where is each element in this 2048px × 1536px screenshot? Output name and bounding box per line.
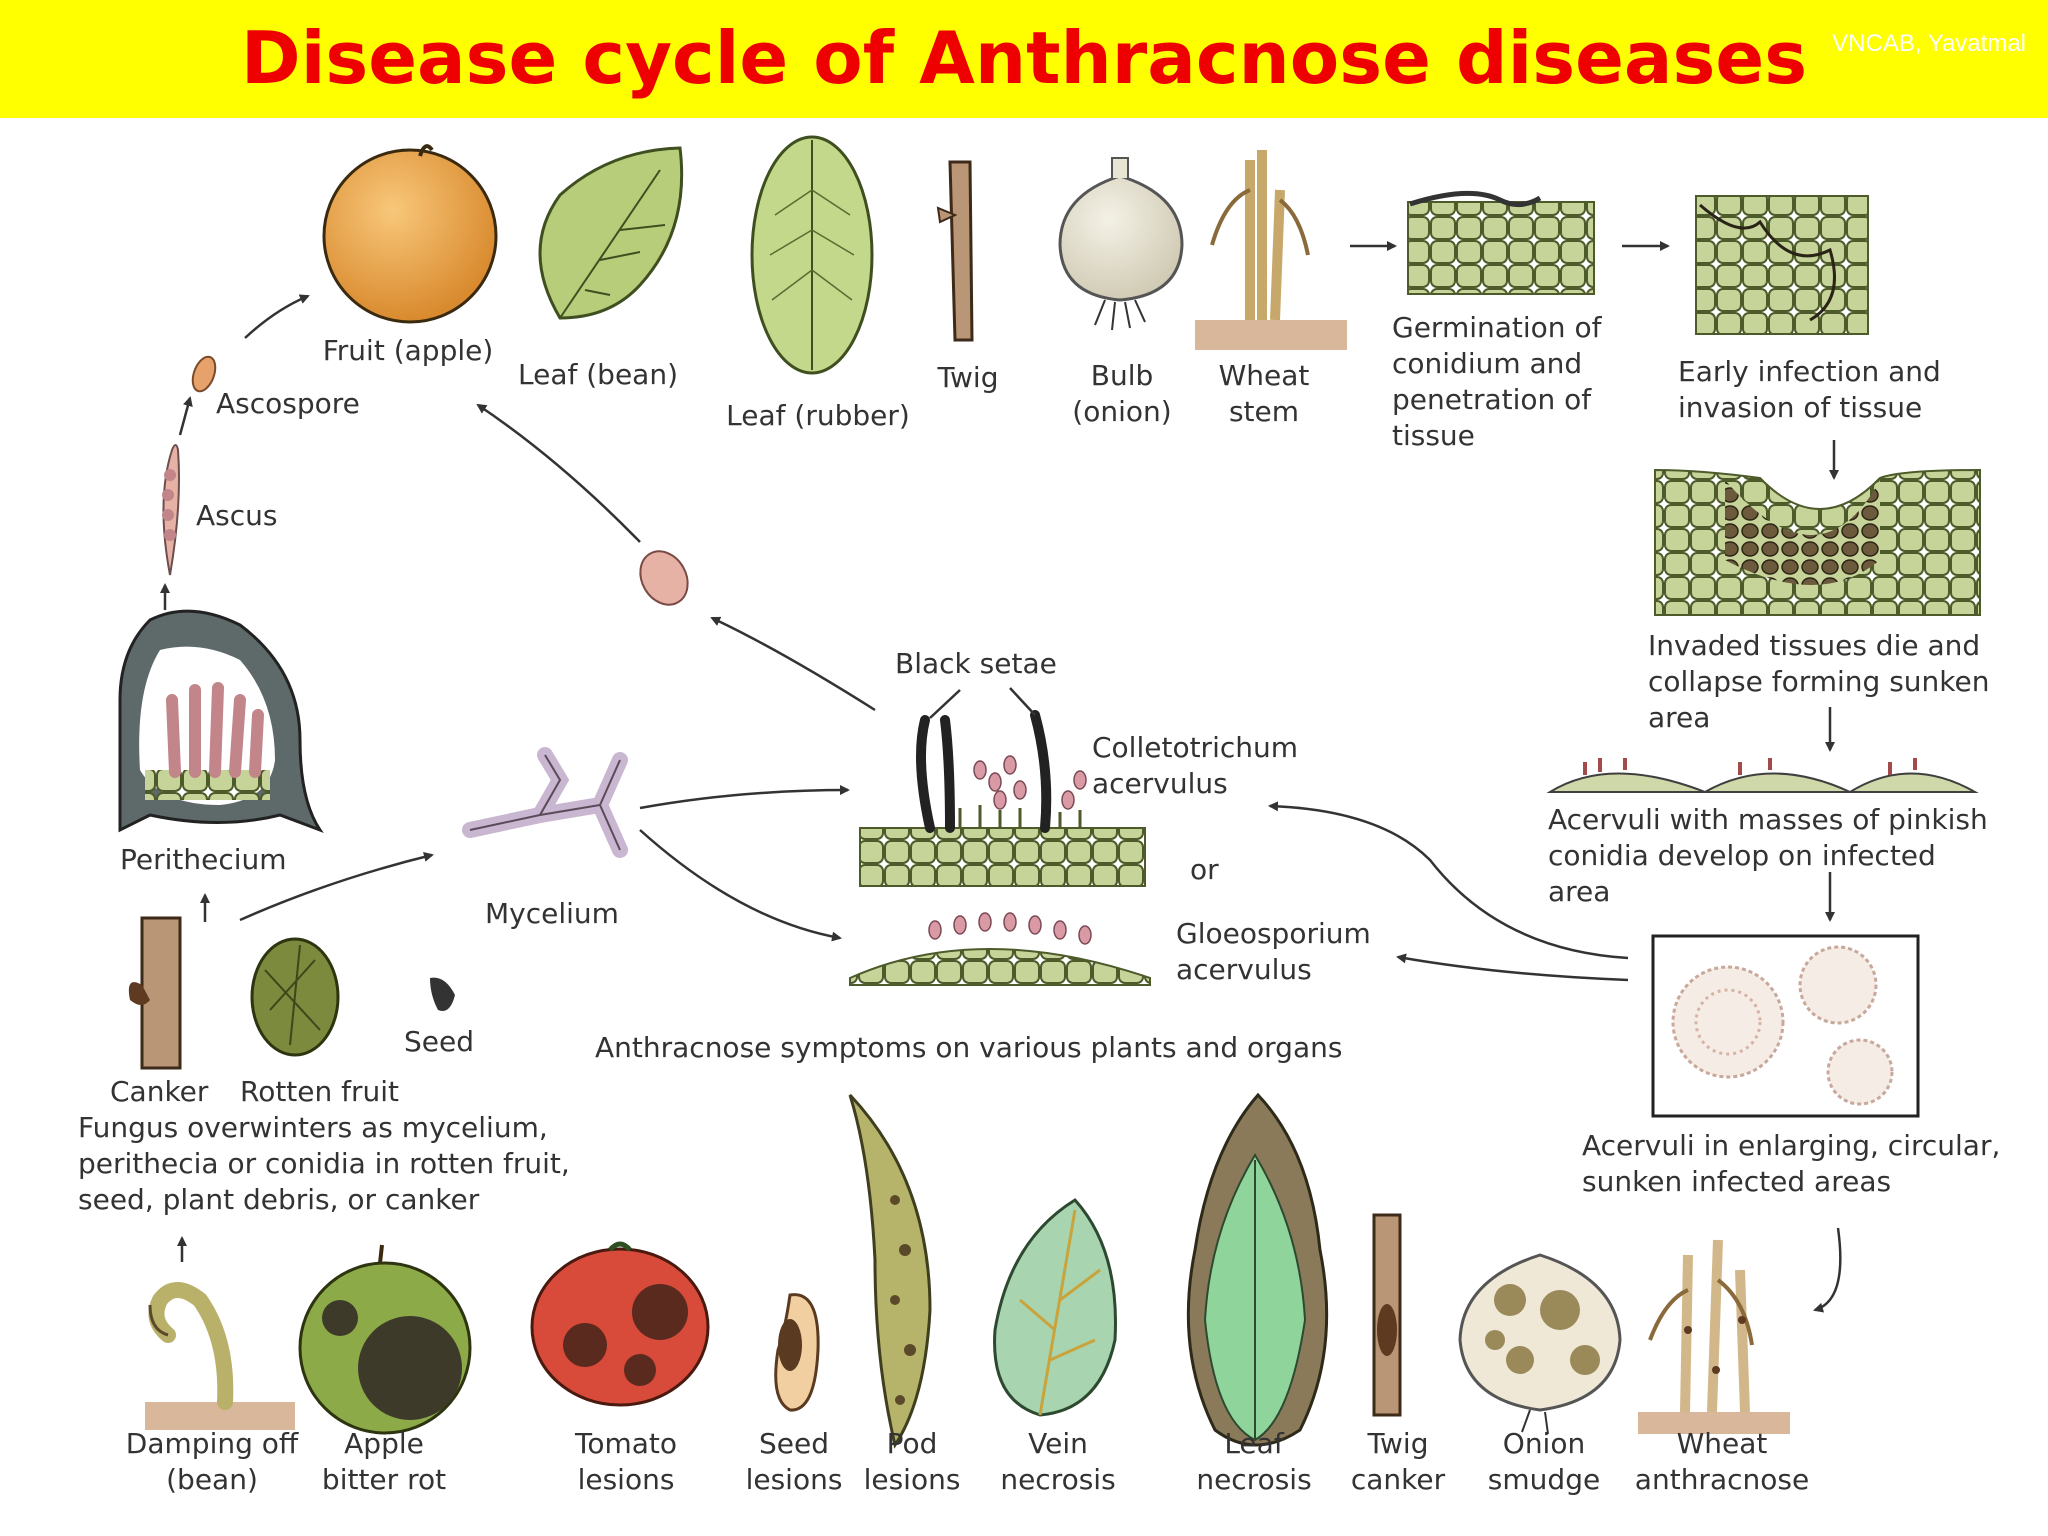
label-rotten-fruit: Rotten fruit [240,1075,400,1108]
canker-illustration [128,916,182,1070]
label-apple-bitter-rot: Apple bitter rot [321,1427,447,1496]
leaf-necrosis-illustration [1186,1092,1329,1447]
label-canker: Canker [110,1075,209,1108]
label-wheat-stem: Wheat stem [1218,359,1310,428]
label-twig: Twig [937,361,999,394]
mycelium-illustration [462,747,628,858]
label-tissue-collapse: Invaded tissues die and collapse forming… [1648,629,1990,734]
label-early-infection: Early infection and invasion of tissue [1678,355,1941,424]
arrow-acervulus-to-spore [710,616,876,712]
conidium-spore-illustration [639,550,689,606]
sunken-collapsed-tissue-illustration [1654,468,1981,616]
arrow-enlarging-to-gloeosporium [1396,953,1629,982]
label-acervuli-develop: Acervuli with masses of pinkish conidia … [1548,803,1988,908]
arrow-mycelium-to-colletotrichum [639,785,850,810]
label-twig-canker: Twig canker [1350,1427,1446,1496]
arrow-ascus-to-ascospore [178,396,193,436]
label-mycelium: Mycelium [485,897,619,930]
arrow-overwinter-to-mycelium [239,852,434,922]
label-bulb-onion: Bulb (onion) [1072,359,1172,428]
label-tomato-lesions: Tomato lesions [574,1427,678,1496]
label-germination: Germination of conidium and penetration … [1392,311,1602,452]
damping-off-illustration [145,1282,295,1430]
label-symptoms-heading: Anthracnose symptoms on various plants a… [595,1031,1343,1064]
arrow-enlarging-to-colletotrichum [1268,801,1629,960]
wheat-stem-illustration [1195,150,1347,350]
title-banner [0,0,2048,118]
arrow-mycelium-to-gloeosporium [639,829,842,942]
perithecium-illustration [118,609,324,834]
rotten-fruit-illustration [250,937,340,1057]
ascospore-illustration [191,355,217,393]
label-onion-smudge: Onion smudge [1487,1427,1601,1496]
onion-bulb-illustration [1058,157,1184,331]
label-ascus: Ascus [196,499,278,532]
watermark: VNCAB, Yavatmal [1832,30,2026,57]
arrow-spore-to-fruit [476,403,641,543]
label-seed-lesions: Seed lesions [745,1427,843,1496]
label-acervuli-enlarging: Acervuli in enlarging, circular, sunken … [1582,1129,2001,1198]
label-damping-off: Damping off (bean) [125,1427,299,1496]
enlarging-lesions-box [1651,934,1920,1118]
label-fruit-apple: Fruit (apple) [322,334,494,367]
label-pod-lesions: Pod lesions [863,1427,961,1496]
label-black-setae: Black setae [895,647,1057,680]
cycle-arrows [160,241,1842,1313]
apple-fruit-illustration [322,144,498,324]
seed-illustration [430,977,455,1011]
wheat-anthracnose-illustration [1638,1239,1790,1434]
label-ascospore: Ascospore [216,387,360,420]
label-wheat-anthracnose: Wheat anthracnose [1634,1427,1810,1496]
ascus-illustration [162,444,180,576]
setae-pointer-lines [929,687,1036,719]
twig-canker-illustration [1372,1213,1402,1417]
seed-lesions-illustration [774,1293,820,1412]
page-title: Disease cycle of Anthracnose diseases [240,16,1808,100]
label-leaf-bean: Leaf (bean) [517,358,679,391]
bean-leaf-illustration [538,146,684,320]
colletotrichum-acervulus-illustration [859,710,1146,887]
label-or: or [1190,853,1219,886]
vein-necrosis-illustration [993,1198,1117,1417]
tomato-lesions-illustration [530,1241,710,1407]
label-perithecium: Perithecium [120,843,287,876]
gloeosporium-acervulus-illustration [849,912,1151,986]
arrow-enlarging-to-wheat-anthracnose [1813,1227,1842,1313]
onion-smudge-illustration [1458,1253,1622,1435]
twig-illustration [936,160,974,342]
acervuli-mounds-illustration [1546,758,1979,793]
early-infection-tissue-illustration [1695,195,1869,335]
label-overwintering-note: Fungus overwinters as mycelium, perithec… [78,1111,570,1216]
apple-bitter-rot-illustration [298,1244,472,1435]
label-seed: Seed [404,1025,474,1058]
rubber-leaf-illustration [750,135,874,375]
arrow-ascospore-to-fruit [244,294,310,339]
label-leaf-rubber: Leaf (rubber) [726,399,910,432]
pod-lesions-illustration [848,1093,932,1449]
label-colletotrichum-acervulus: Colletotrichum acervulus [1092,731,1299,800]
label-vein-necrosis: Vein necrosis [1000,1427,1116,1496]
label-gloeosporium-acervulus: Gloeosporium acervulus [1176,917,1371,986]
germination-tissue-illustration [1407,190,1595,295]
label-leaf-necrosis: Leaf necrosis [1196,1427,1312,1496]
